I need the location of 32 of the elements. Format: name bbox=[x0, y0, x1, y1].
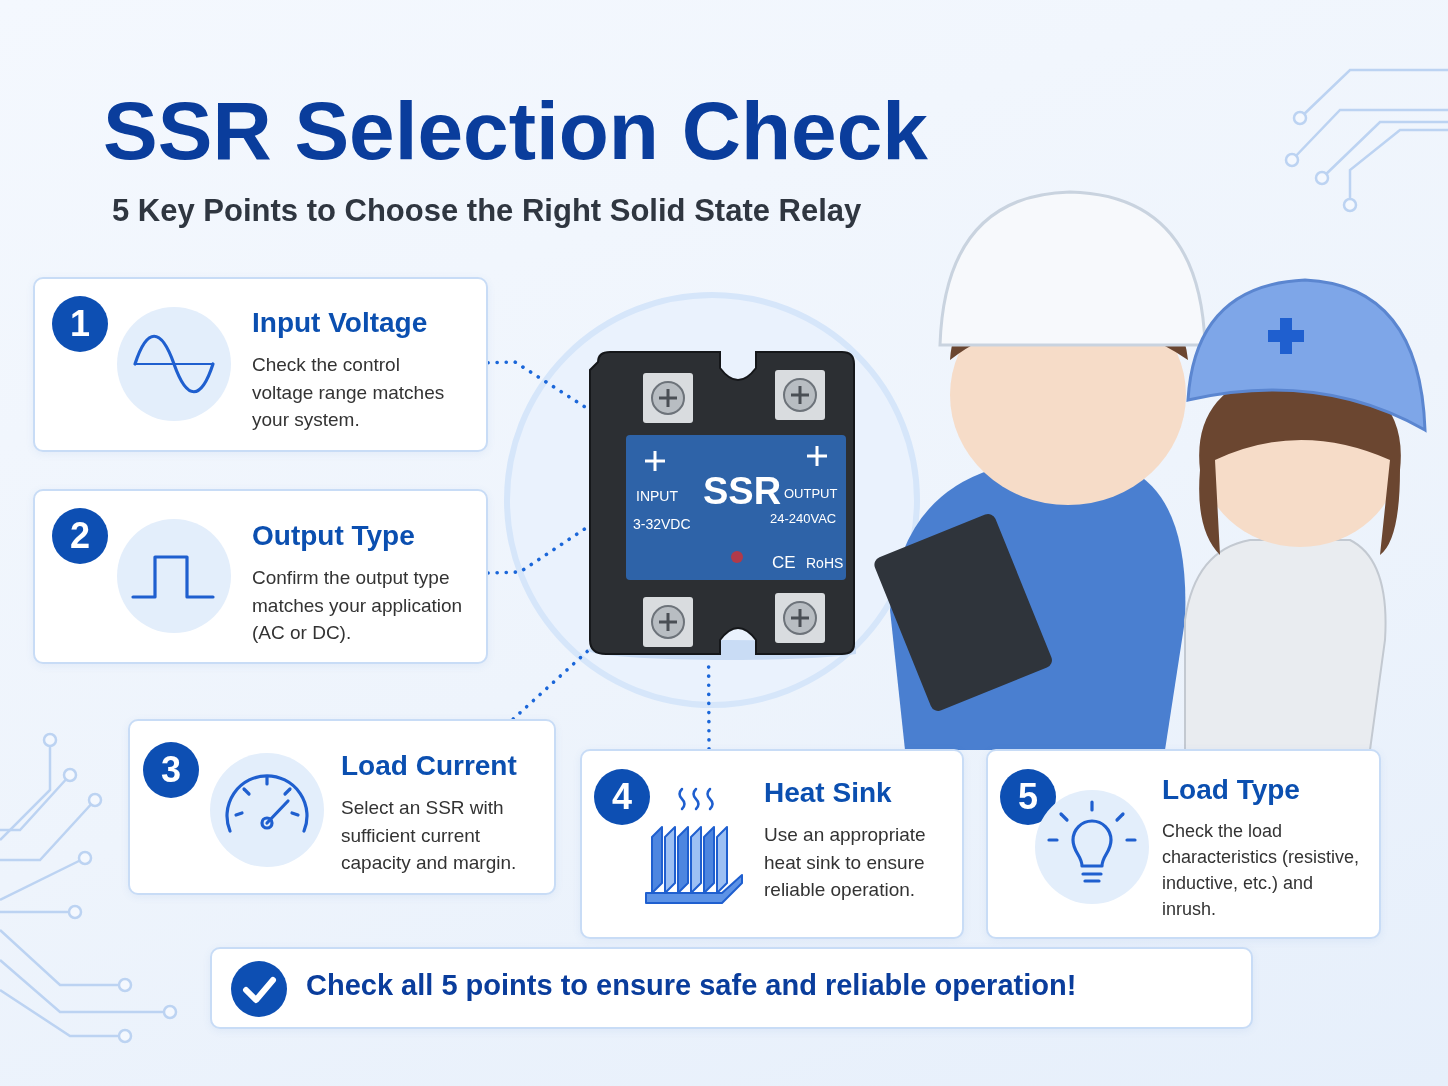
step-number-badge: 5 bbox=[1000, 769, 1056, 825]
step-description: Use an appropriate heat sink to ensure reliable operation. bbox=[764, 823, 927, 903]
terminal-label: INPUT bbox=[636, 488, 678, 504]
step-description: Check the load characteristics (resistive, inductive, etc.) and inrush. bbox=[1162, 820, 1361, 922]
certification-mark: CE bbox=[772, 553, 796, 573]
step-number-badge: 1 bbox=[52, 296, 108, 352]
step-number-badge: 2 bbox=[52, 508, 108, 564]
step-number-badge: 4 bbox=[594, 769, 650, 825]
step-heading: Load Type bbox=[1162, 774, 1300, 806]
step-heading: Output Type bbox=[252, 520, 415, 552]
step-heading: Load Current bbox=[341, 750, 517, 782]
step-card bbox=[128, 719, 556, 895]
step-description: Confirm the output type matches your application (AC or DC). bbox=[252, 566, 464, 646]
rating-label: 24-240VAC bbox=[770, 511, 837, 526]
summary-text: Check all 5 points to ensure safe and reliable operation! bbox=[306, 969, 1077, 1002]
step-card bbox=[33, 489, 488, 664]
leader-line bbox=[511, 648, 590, 721]
step-card bbox=[580, 749, 964, 939]
step-card bbox=[33, 277, 488, 452]
title: SSR Selection Check bbox=[103, 84, 928, 178]
rating-label: 3-32VDC bbox=[633, 516, 691, 532]
step-heading: Input Voltage bbox=[252, 307, 428, 339]
certification-mark: RoHS bbox=[806, 555, 844, 571]
step-number-badge: 3 bbox=[143, 742, 199, 798]
device-label: SSR bbox=[703, 470, 782, 513]
subtitle: 5 Key Points to Choose the Right Solid State Relay bbox=[112, 193, 862, 229]
step-heading: Heat Sink bbox=[764, 777, 892, 809]
terminal-label: OUTPUT bbox=[784, 486, 838, 501]
step-card bbox=[986, 749, 1381, 939]
step-description: Select an SSR with sufficient current capacity and margin. bbox=[341, 796, 518, 876]
summary-banner bbox=[210, 947, 1253, 1029]
step-description: Check the control voltage range matches your system. bbox=[252, 353, 446, 433]
